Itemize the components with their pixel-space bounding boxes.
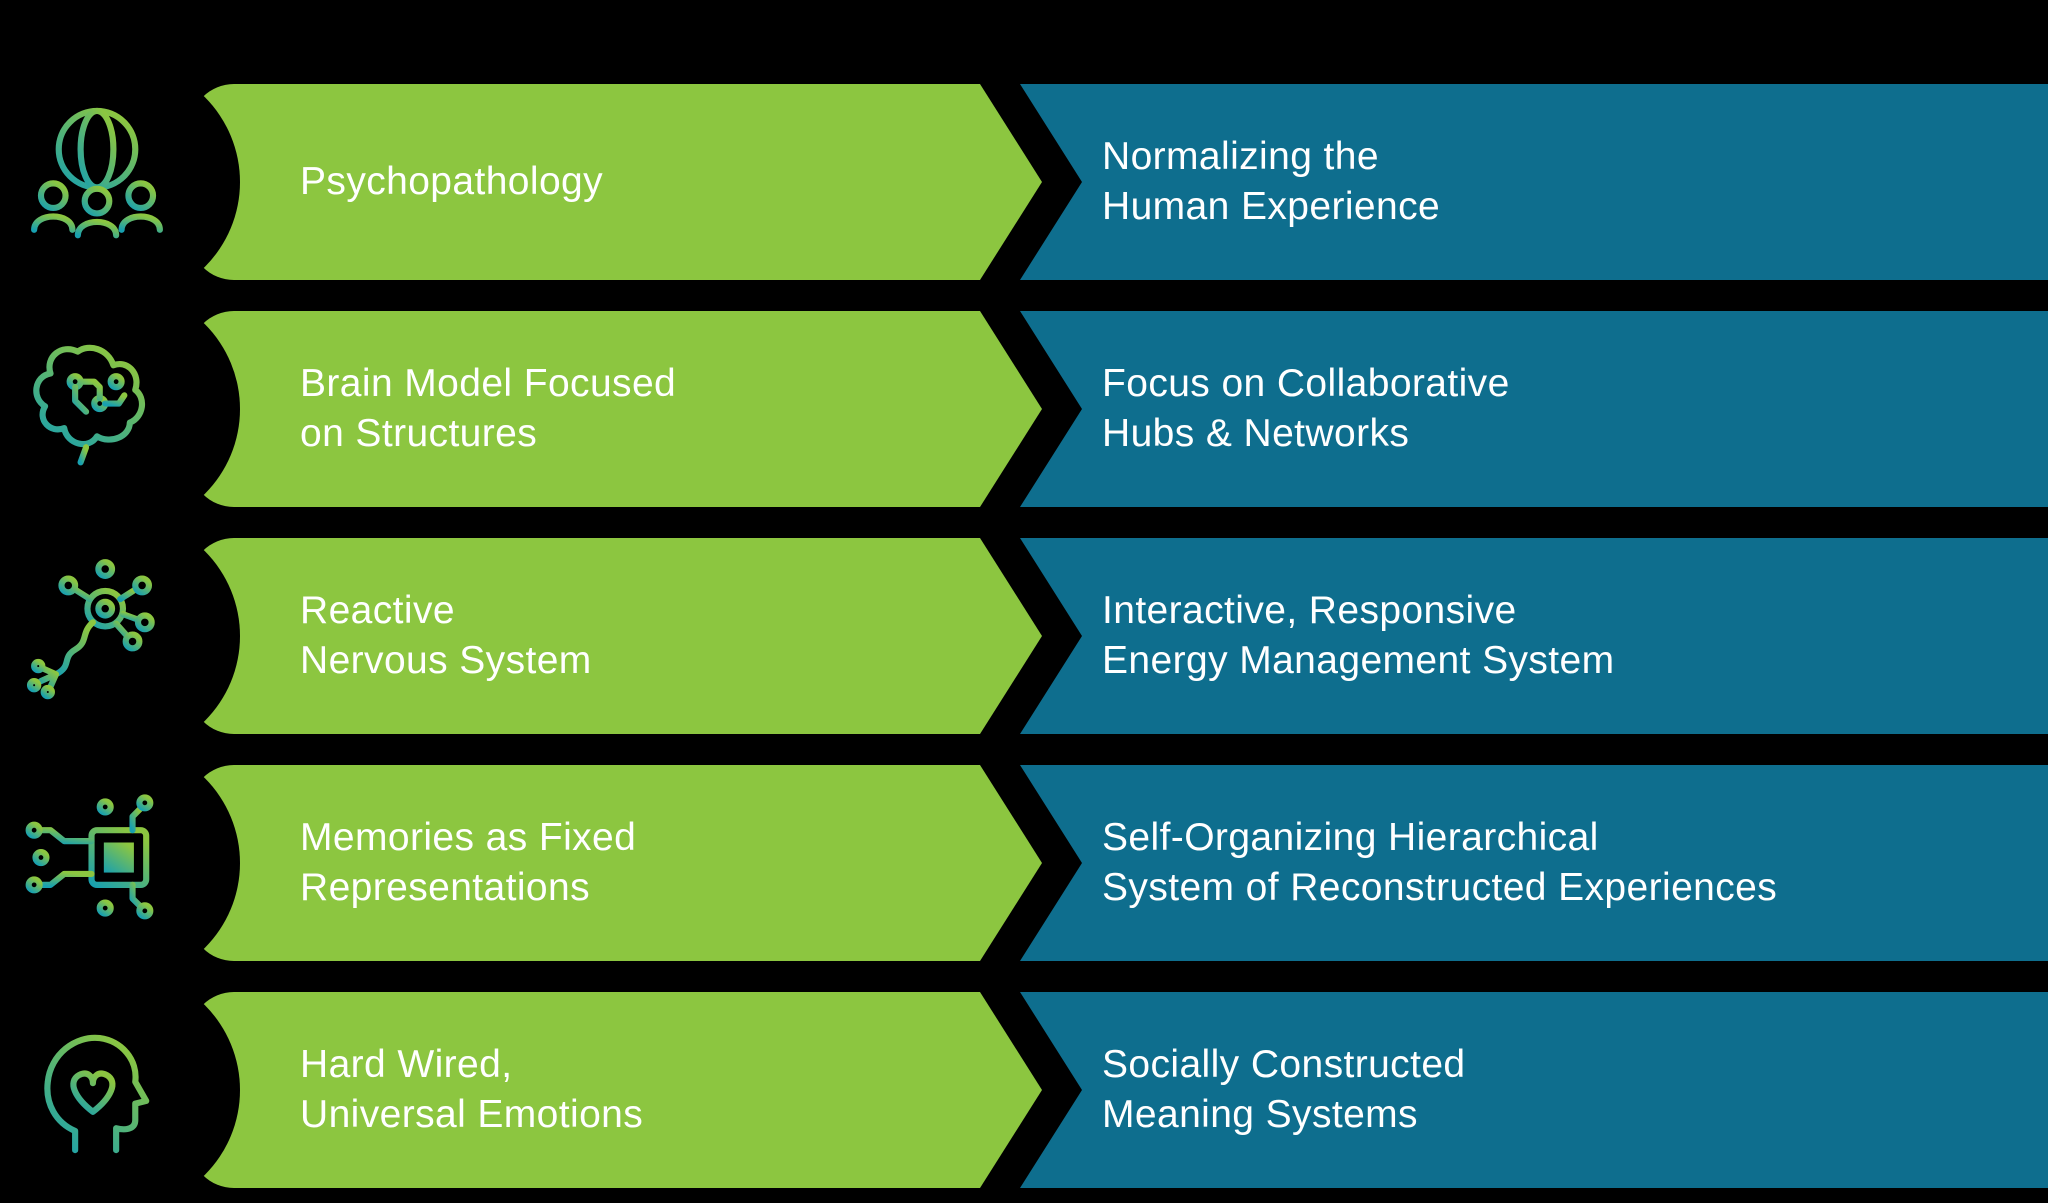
new-paradigm-label: Normalizing the Human Experience xyxy=(1102,135,1441,228)
arrow-point xyxy=(980,311,1042,507)
arrow-point xyxy=(980,538,1042,734)
row-brain-model: Brain Model Focused on Structures Focus … xyxy=(0,289,2048,529)
row-emotions: Hard Wired, Universal Emotions Socially … xyxy=(0,970,2048,1203)
banner-notch xyxy=(0,289,240,529)
new-paradigm-banner: Socially Constructed Meaning Systems xyxy=(1020,992,2048,1188)
old-paradigm-label: Psychopathology xyxy=(300,160,604,203)
arrow-point xyxy=(980,765,1042,961)
row-nervous-system: Reactive Nervous System Interactive, Res… xyxy=(0,516,2048,756)
new-paradigm-banner: Self-Organizing Hierarchical System of R… xyxy=(1020,765,2048,961)
memory-chip-icon xyxy=(6,765,188,961)
globe-people-network-icon xyxy=(6,84,188,280)
neuron-icon xyxy=(6,538,188,734)
banner-notch xyxy=(0,516,240,756)
old-paradigm-banner: Psychopathology xyxy=(0,62,1042,302)
old-paradigm-banner: Hard Wired, Universal Emotions xyxy=(0,970,1042,1203)
row-memories: Memories as Fixed Representations Self-O… xyxy=(0,743,2048,983)
head-heart-icon xyxy=(6,992,188,1188)
new-paradigm-banner: Interactive, Responsive Energy Managemen… xyxy=(1020,538,2048,734)
new-paradigm-label: Focus on Collaborative Hubs & Networks xyxy=(1102,362,1510,455)
new-paradigm-banner: Normalizing the Human Experience xyxy=(1020,84,2048,280)
old-paradigm-banner: Memories as Fixed Representations xyxy=(0,743,1042,983)
new-paradigm-label: Self-Organizing Hierarchical System of R… xyxy=(1102,816,1778,909)
arrow-point xyxy=(980,84,1042,280)
circuit-brain-icon xyxy=(6,311,188,507)
new-paradigm-banner: Focus on Collaborative Hubs & Networks xyxy=(1020,311,2048,507)
old-paradigm-label: Memories as Fixed Representations xyxy=(300,816,637,909)
new-paradigm-label: Interactive, Responsive Energy Managemen… xyxy=(1102,589,1615,682)
old-paradigm-banner: Reactive Nervous System xyxy=(0,516,1042,756)
new-paradigm-label: Socially Constructed Meaning Systems xyxy=(1102,1043,1466,1136)
comparison-rows: Psychopathology Normalizing the Human Ex… xyxy=(0,62,2048,1203)
arrow-point xyxy=(980,992,1042,1188)
old-paradigm-label: Hard Wired, Universal Emotions xyxy=(300,1043,644,1136)
row-psychopathology: Psychopathology Normalizing the Human Ex… xyxy=(0,62,2048,302)
old-paradigm-label: Brain Model Focused on Structures xyxy=(300,362,677,455)
old-paradigm-label: Reactive Nervous System xyxy=(300,589,592,682)
old-paradigm-banner: Brain Model Focused on Structures xyxy=(0,289,1042,529)
banner-notch xyxy=(0,970,240,1203)
